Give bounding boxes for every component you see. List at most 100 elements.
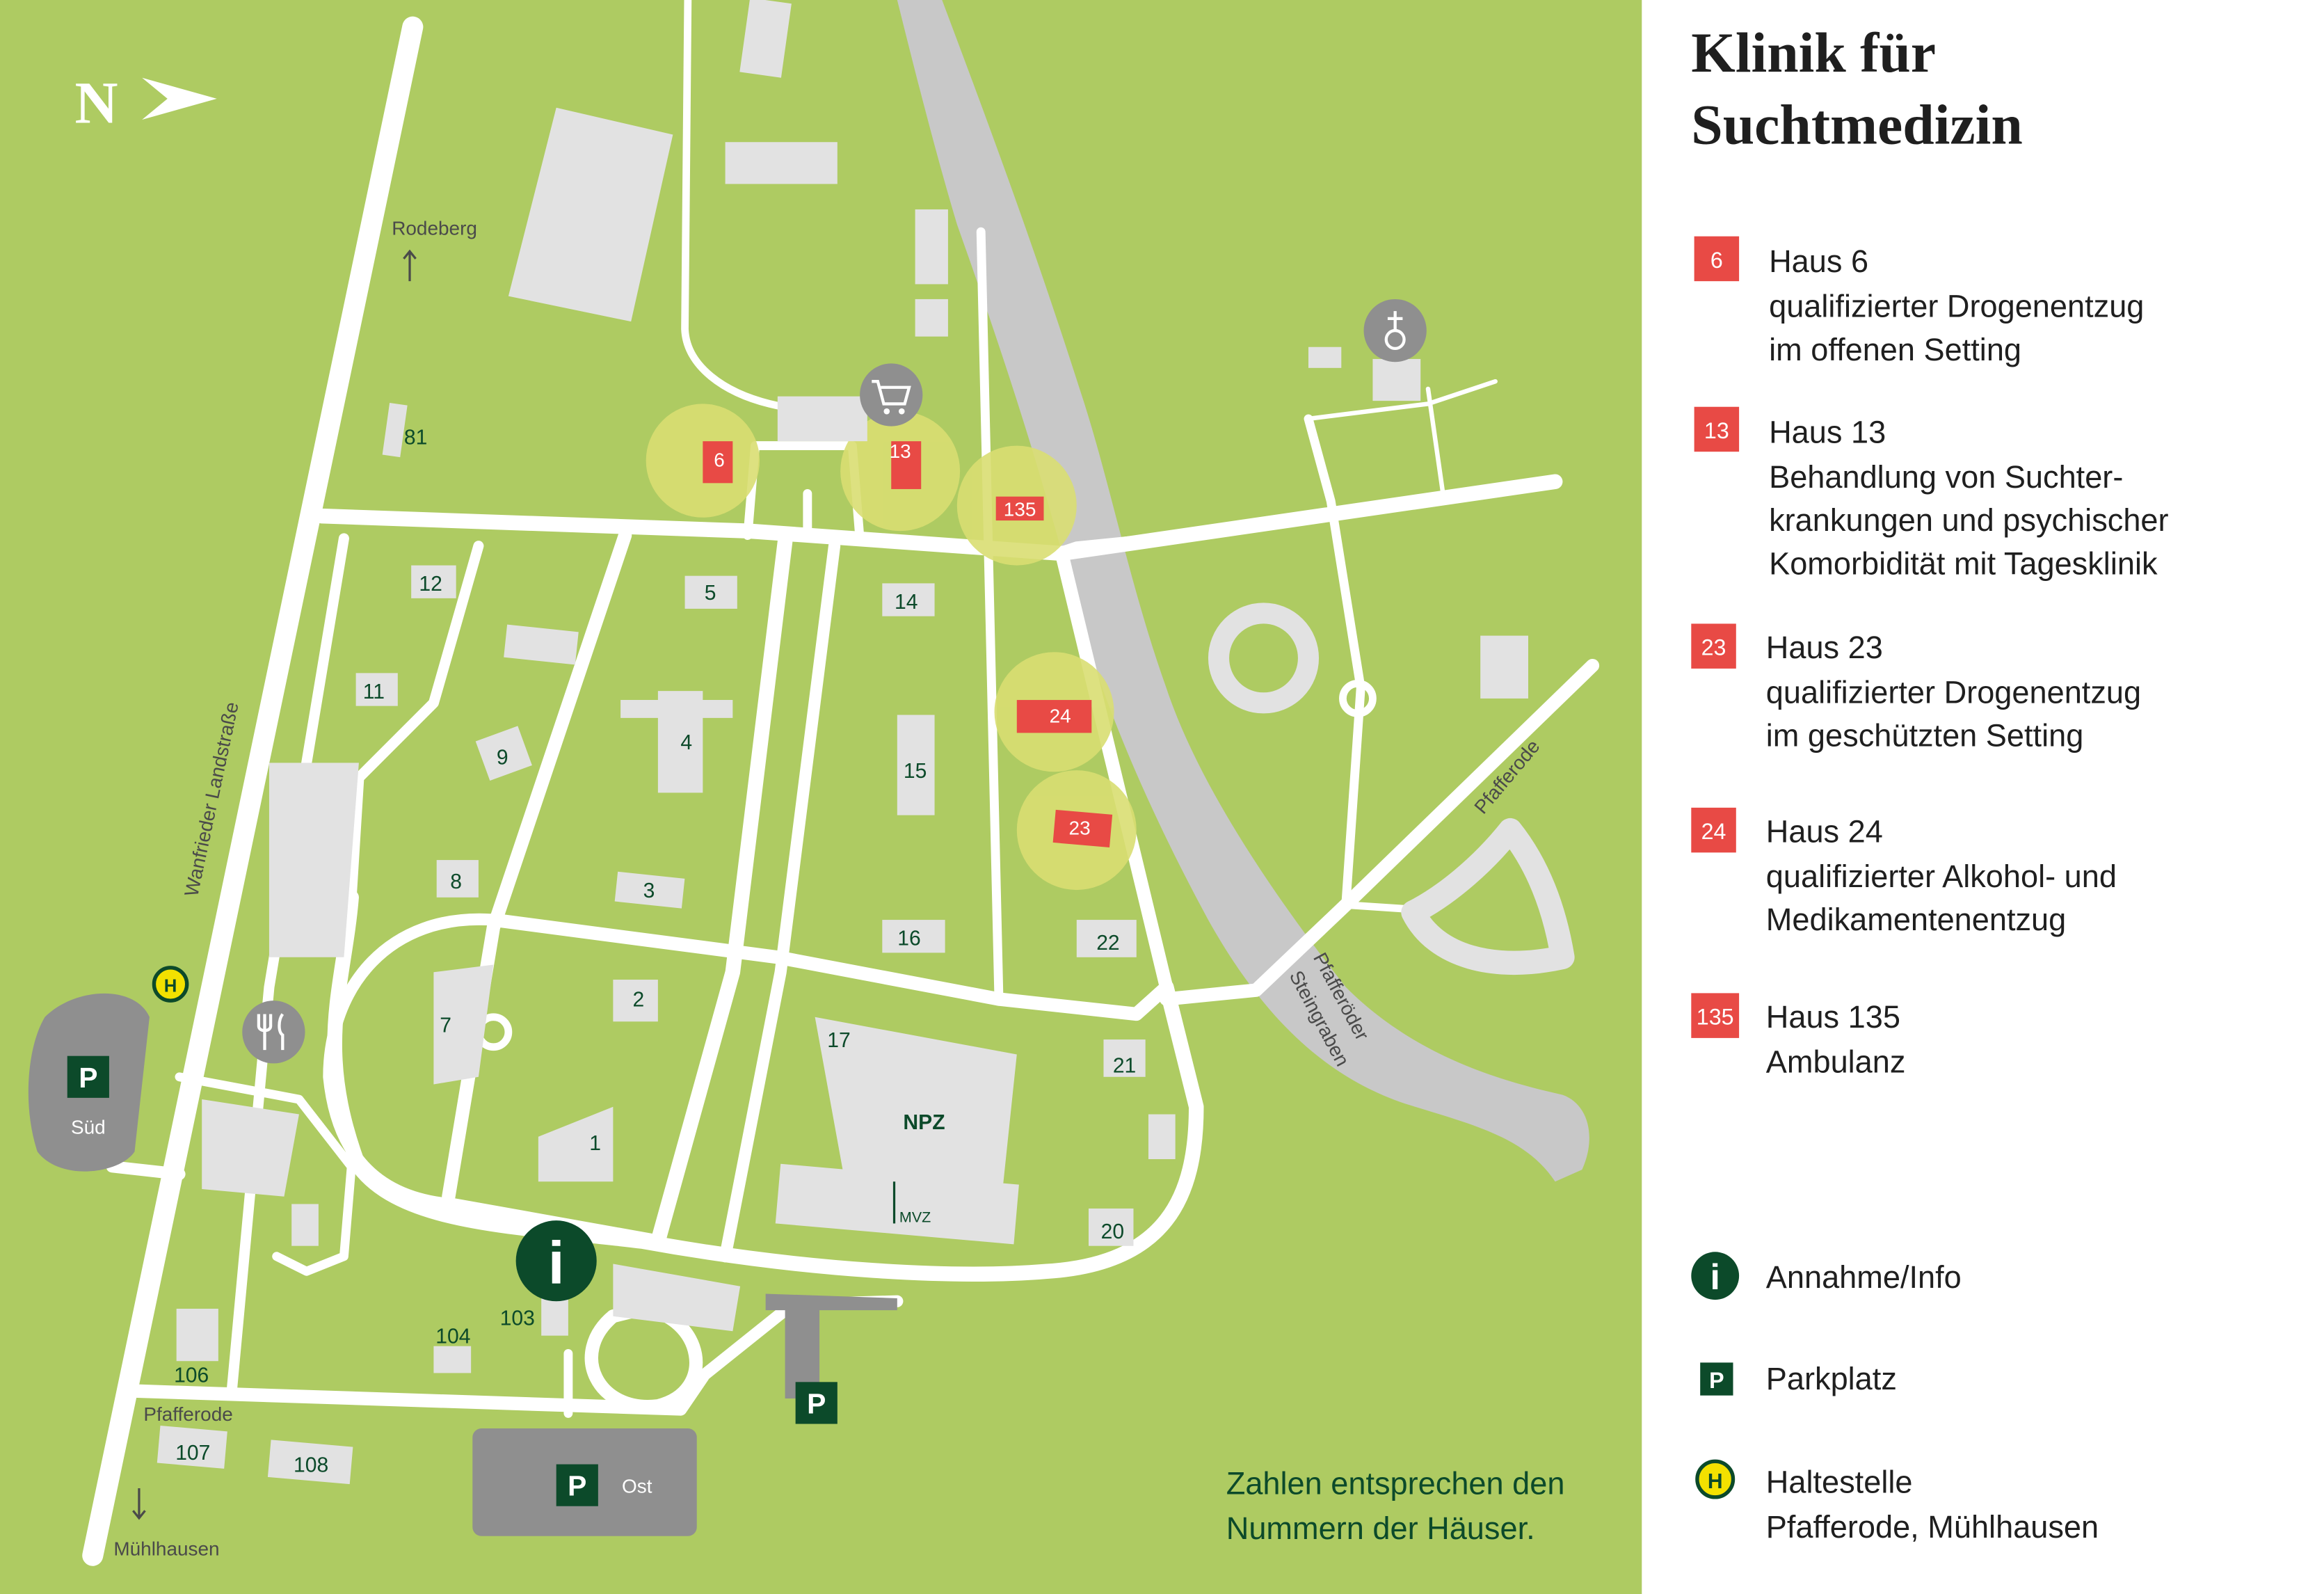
legend-info-glyph: i: [1710, 1257, 1720, 1297]
legend-house-13-line-4: Komorbidität mit Tagesklinik: [1769, 545, 2158, 581]
parking-ost-sign[interactable]: P Ost: [556, 1464, 652, 1506]
house-number-81: 81: [404, 426, 427, 449]
house-number-12: 12: [419, 573, 442, 596]
rodeberg-label: Rodeberg: [392, 218, 477, 239]
house-number-5: 5: [705, 582, 716, 605]
legend-badge-23: 23: [1701, 635, 1726, 660]
house-number-2: 2: [633, 989, 645, 1012]
legend-parking-label: Parkplatz: [1766, 1361, 1897, 1396]
legend-info-label: Annahme/Info: [1766, 1259, 1962, 1295]
legend-info: i Annahme/Info: [1691, 1252, 1962, 1300]
house-23-building[interactable]: [1052, 809, 1113, 848]
house-number-103: 103: [500, 1307, 535, 1330]
shopping-cart-icon[interactable]: [860, 363, 923, 427]
house-number-11: 11: [363, 680, 385, 703]
legend-house-13: 13 Haus 13 Behandlung von Suchter- krank…: [1694, 406, 2169, 581]
legend-house-135-line-1: Haus 135: [1766, 999, 1900, 1035]
legend-house-13-line-3: krankungen und psychischer: [1769, 502, 2168, 538]
house-number-8: 8: [450, 870, 462, 893]
parking-ost-label: Ost: [622, 1475, 652, 1497]
house-number-4: 4: [680, 731, 692, 754]
house-number-13: 13: [890, 440, 911, 462]
legend-bus-stop-line-2: Pfafferode, Mühlhausen: [1766, 1509, 2099, 1545]
legend-house-23-line-3: im geschützten Setting: [1766, 718, 2084, 754]
parking-sued-sign[interactable]: P Süd: [67, 1055, 109, 1138]
legend-house-23-line-2: qualifizierter Drogenentzug: [1766, 674, 2141, 710]
map-note-line-2: Nummern der Häuser.: [1226, 1511, 1535, 1546]
legend-badge-135: 135: [1697, 1005, 1734, 1030]
road-network: [82, 0, 1600, 1566]
house-number-20: 20: [1101, 1220, 1124, 1243]
buildings: [157, 0, 1528, 1485]
house-number-135: 135: [1004, 499, 1036, 520]
info-marker[interactable]: i: [515, 1220, 597, 1302]
muehlhausen-label: Mühlhausen: [113, 1538, 219, 1560]
legend-house-6-line-1: Haus 6: [1769, 244, 1868, 279]
sports-field: [508, 107, 673, 322]
legend-house-6-line-3: im offenen Setting: [1769, 332, 2021, 367]
highlighted-buildings: [703, 441, 1113, 848]
house-24-building[interactable]: [1016, 700, 1092, 733]
house-number-22: 22: [1096, 932, 1119, 955]
parking-mid-area[interactable]: [765, 1293, 897, 1398]
house-number-9: 9: [497, 746, 508, 769]
direction-arrows: [132, 249, 417, 1520]
info-icon: [1691, 1252, 1740, 1300]
legend-house-6-line-2: qualifizierter Drogenentzug: [1769, 289, 2144, 324]
legend-title-line-1: Klinik für: [1691, 21, 1936, 84]
legend-badge-24: 24: [1701, 819, 1726, 844]
legend-house-135-line-2: Ambulanz: [1766, 1044, 1906, 1079]
legend-house-13-line-2: Behandlung von Suchter-: [1769, 459, 2123, 495]
parking-sued-glyph: P: [79, 1062, 97, 1094]
legend-house-13-line-1: Haus 13: [1769, 414, 1886, 449]
bus-stop-marker[interactable]: H: [152, 966, 189, 1003]
house-number-16: 16: [897, 927, 920, 950]
house-number-6: 6: [714, 449, 725, 471]
house-number-7: 7: [440, 1014, 451, 1037]
legend-parking-glyph: P: [1709, 1368, 1724, 1393]
legend-house-24-line-3: Medikamentenentzug: [1766, 902, 2066, 937]
house-number-108: 108: [294, 1453, 328, 1476]
house-6-building[interactable]: [703, 441, 733, 484]
parking-mid-glyph: P: [807, 1387, 826, 1419]
house-number-24: 24: [1050, 705, 1071, 726]
compass-label: N: [74, 69, 118, 136]
legend-house-24-line-2: qualifizierter Alkohol- und: [1766, 859, 2117, 894]
mvz-label: MVZ: [899, 1209, 931, 1225]
bus-stop-glyph: H: [164, 976, 177, 996]
info-marker-glyph: i: [548, 1229, 565, 1296]
legend-house-23-line-1: Haus 23: [1766, 630, 1883, 665]
house-13-building[interactable]: [891, 441, 922, 489]
house-number-17: 17: [827, 1029, 850, 1052]
bus-stop-icon: [1695, 1459, 1736, 1499]
compass-arrow-icon: [142, 77, 217, 120]
arrow-up-icon: [403, 249, 417, 282]
map-note-line-1: Zahlen entsprechen den: [1226, 1466, 1565, 1501]
parking-icon: [1700, 1362, 1733, 1396]
roundabout-small: [1339, 680, 1377, 717]
legend-house-23: 23 Haus 23 qualifizierter Drogenentzug i…: [1691, 623, 2141, 754]
arrow-down-icon: [132, 1488, 146, 1520]
legend-badge-13: 13: [1704, 418, 1729, 443]
house-number-3: 3: [643, 879, 655, 902]
house-number-106: 106: [174, 1364, 209, 1387]
house-number-107: 107: [175, 1442, 210, 1465]
house-number-14: 14: [895, 591, 917, 614]
legend-parking: P Parkplatz: [1700, 1361, 1897, 1396]
parking-ost-glyph: P: [568, 1470, 586, 1502]
parking-mid-sign[interactable]: P: [795, 1382, 838, 1424]
restaurant-icon[interactable]: [242, 1001, 305, 1064]
house-number-21: 21: [1113, 1054, 1136, 1077]
house-number-104: 104: [435, 1325, 470, 1348]
river: [897, 0, 1589, 1182]
legend-house-135: 135 Haus 135 Ambulanz: [1691, 993, 1905, 1079]
legend-title-line-2: Suchtmedizin: [1691, 93, 2022, 156]
house-number-23: 23: [1069, 818, 1091, 839]
legend-house-24: 24 Haus 24 qualifizierter Alkohol- und M…: [1691, 807, 2117, 937]
house-135-building[interactable]: [995, 496, 1044, 521]
legend-bus-stop-line-1: Haltestelle: [1766, 1464, 1913, 1499]
house-number-15: 15: [904, 760, 927, 783]
church-icon[interactable]: [1363, 298, 1427, 362]
compass: N: [74, 69, 217, 136]
